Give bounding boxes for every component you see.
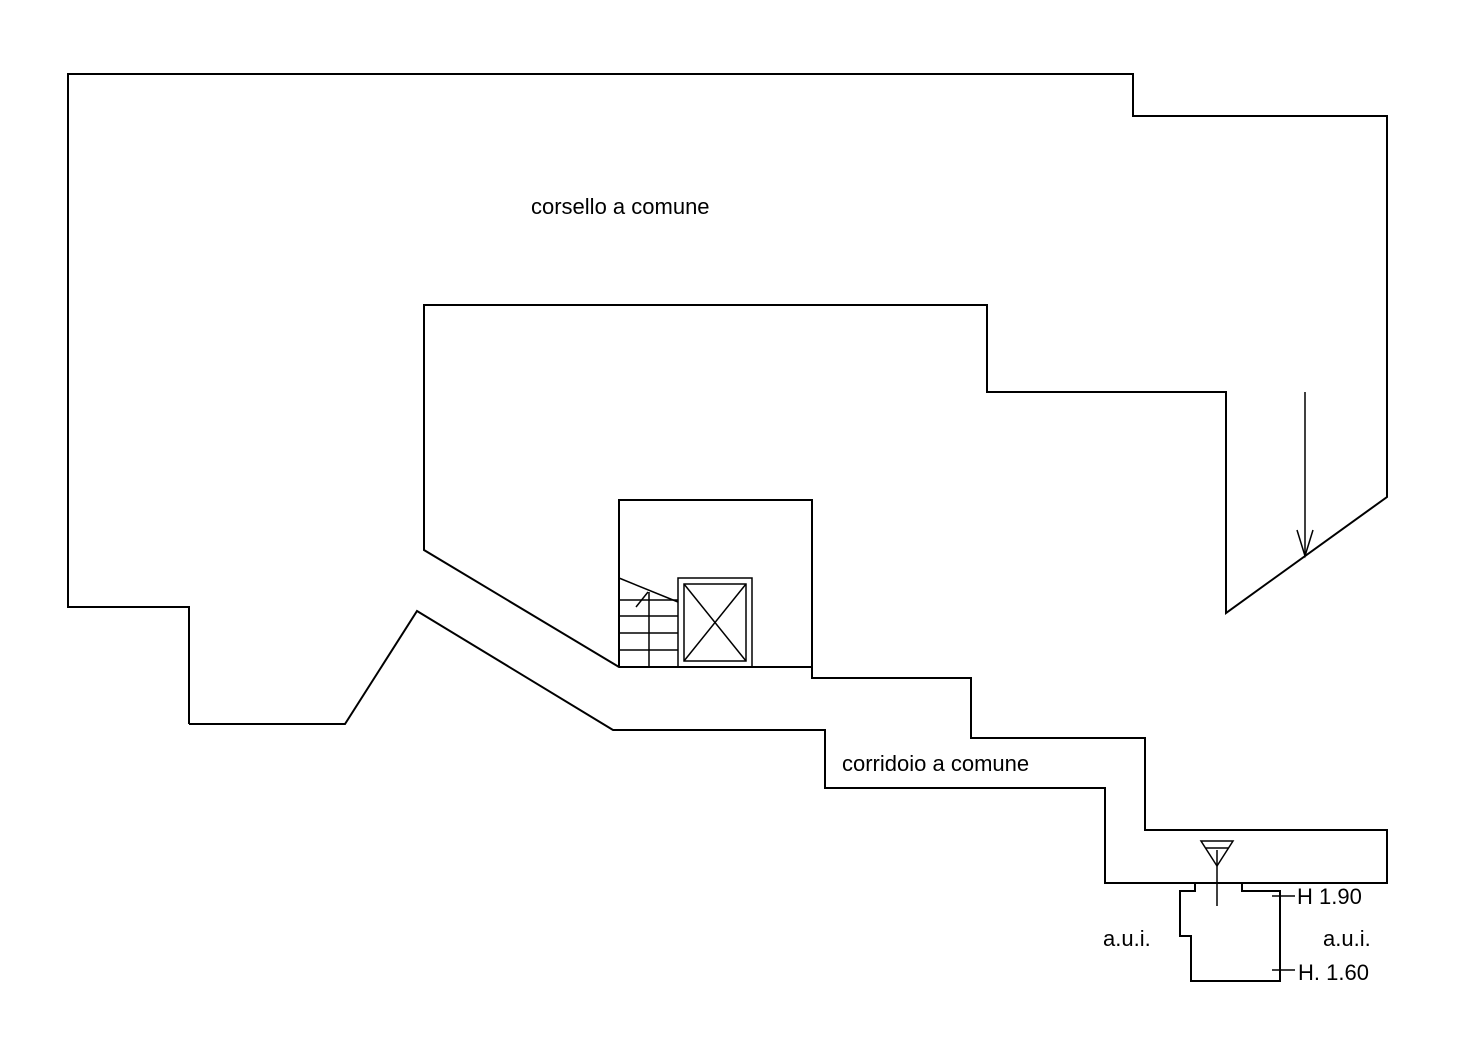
stair-core-wall [618,499,813,667]
h190-label: H 1.90 [1297,884,1362,909]
aui-right-label: a.u.i. [1323,926,1371,951]
stair-treads [618,577,679,667]
corridoio-label: corridoio a comune [842,751,1029,776]
lift-shaft [677,577,753,668]
corsello-label: corsello a comune [531,194,710,219]
level-marker-icon [1199,840,1235,868]
annex-unit-wall [1179,883,1281,982]
entry-arrow-head [1296,529,1314,559]
aui-left-label: a.u.i. [1103,926,1151,951]
h160-label: H. 1.60 [1298,960,1369,985]
outer-wall [67,73,1388,884]
